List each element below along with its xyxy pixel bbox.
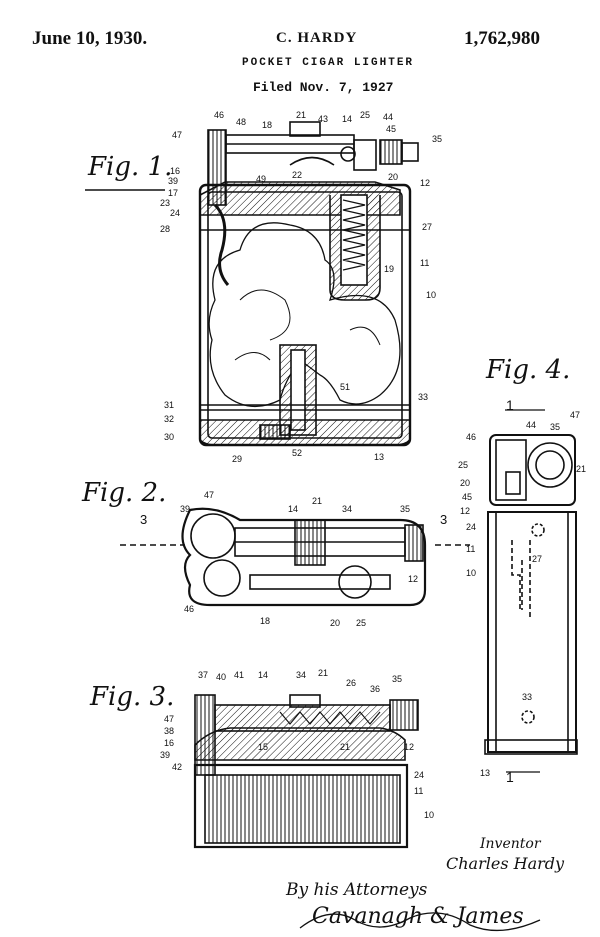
ref-numeral: 48: [236, 117, 246, 127]
ref-numeral: 24: [466, 522, 476, 532]
ref-numeral: 49: [256, 174, 266, 184]
ref-numeral: 11: [414, 786, 423, 796]
ref-numeral: 45: [386, 124, 396, 134]
ref-numeral: 39: [168, 176, 178, 186]
ref-numeral: 21: [340, 742, 350, 752]
ref-numeral: 29: [232, 454, 242, 464]
section-line-label: 3: [440, 512, 447, 527]
ref-numeral: 35: [392, 674, 402, 684]
ref-numeral: 22: [292, 170, 302, 180]
ref-numeral: 24: [170, 208, 180, 218]
ref-numeral: 14: [342, 114, 352, 124]
figure-4-drawing: [485, 410, 577, 772]
ref-numeral: 25: [356, 618, 366, 628]
ref-numeral: 33: [418, 392, 428, 402]
figure-3-drawing: [195, 695, 418, 847]
ref-numeral: 25: [360, 110, 370, 120]
ref-numeral: 15: [258, 742, 268, 752]
ref-numeral: 20: [330, 618, 340, 628]
section-line-label: 3: [140, 512, 147, 527]
ref-numeral: 51: [340, 382, 350, 392]
ref-numeral: 36: [370, 684, 380, 694]
ref-numeral: 35: [400, 504, 410, 514]
ref-numeral: 26: [346, 678, 356, 688]
attorneys-by-line: By his Attorneys: [286, 880, 427, 900]
ref-numeral: 47: [172, 130, 182, 140]
ref-numeral: 35: [550, 422, 560, 432]
section-line-label: 1: [506, 397, 514, 413]
ref-numeral: 47: [204, 490, 214, 500]
attorneys-signature: Cavanagh & James: [312, 904, 524, 929]
ref-numeral: 41: [234, 670, 244, 680]
ref-numeral: 21: [312, 496, 322, 506]
section-line-label: 1: [506, 769, 514, 785]
ref-numeral: 44: [526, 420, 536, 430]
ref-numeral: 32: [164, 414, 174, 424]
ref-numeral: 46: [466, 432, 476, 442]
ref-numeral: 44: [383, 112, 393, 122]
ref-numeral: 11: [466, 544, 475, 554]
ref-numeral: 18: [260, 616, 270, 626]
ref-numeral: 47: [164, 714, 174, 724]
ref-numeral: 39: [160, 750, 170, 760]
ref-numeral: 12: [408, 574, 418, 584]
ref-numeral: 27: [422, 222, 432, 232]
ref-numeral: 11: [420, 258, 429, 268]
ref-numeral: 37: [198, 670, 208, 680]
inventor-name: Charles Hardy: [446, 854, 564, 873]
ref-numeral: 18: [262, 120, 272, 130]
ref-numeral: 19: [384, 264, 394, 274]
ref-numeral: 27: [532, 554, 542, 564]
ref-numeral: 45: [462, 492, 472, 502]
ref-numeral: 34: [296, 670, 306, 680]
ref-numeral: 34: [342, 504, 352, 514]
ref-numeral: 46: [184, 604, 194, 614]
ref-numeral: 20: [460, 478, 470, 488]
figure-2-drawing: [120, 509, 470, 605]
ref-numeral: 10: [426, 290, 436, 300]
ref-numeral: 20: [388, 172, 398, 182]
ref-numeral: 16: [164, 738, 174, 748]
ref-numeral: 38: [164, 726, 174, 736]
inventor-label: Inventor: [480, 836, 541, 852]
figure-1-drawing: [85, 122, 418, 445]
ref-numeral: 35: [432, 134, 442, 144]
ref-numeral: 21: [318, 668, 328, 678]
ref-numeral: 21: [296, 110, 306, 120]
ref-numeral: 47: [570, 410, 580, 420]
ref-numeral: 40: [216, 672, 226, 682]
ref-numeral: 14: [258, 670, 268, 680]
ref-numeral: 52: [292, 448, 302, 458]
ref-numeral: 46: [214, 110, 224, 120]
ref-numeral: 25: [458, 460, 468, 470]
ref-numeral: 21: [576, 464, 586, 474]
ref-numeral: 12: [404, 742, 414, 752]
ref-numeral: 43: [318, 114, 328, 124]
ref-numeral: 24: [414, 770, 424, 780]
ref-numeral: 31: [164, 400, 174, 410]
ref-numeral: 10: [424, 810, 434, 820]
ref-numeral: 42: [172, 762, 182, 772]
ref-numeral: 33: [522, 692, 532, 702]
ref-numeral: 23: [160, 198, 170, 208]
ref-numeral: 13: [480, 768, 490, 778]
ref-numeral: 13: [374, 452, 384, 462]
ref-numeral: 12: [420, 178, 430, 188]
ref-numeral: 17: [168, 188, 178, 198]
ref-numeral: 12: [460, 506, 470, 516]
ref-numeral: 10: [466, 568, 476, 578]
ref-numeral: 16: [170, 166, 180, 176]
ref-numeral: 30: [164, 432, 174, 442]
ref-numeral: 28: [160, 224, 170, 234]
ref-numeral: 14: [288, 504, 298, 514]
ref-numeral: 39: [180, 504, 190, 514]
